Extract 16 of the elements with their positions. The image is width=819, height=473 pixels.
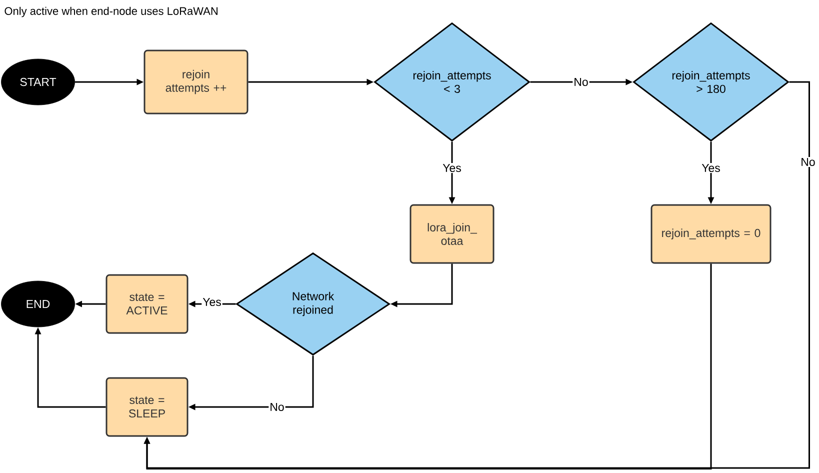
process-box: lora_join_ otaa <box>410 204 494 264</box>
title: Only active when end-node uses LoRaWAN <box>4 6 218 18</box>
process-box: state = SLEEP <box>106 377 188 437</box>
process-box: rejoin attempts ++ <box>144 50 248 114</box>
edge-label: No <box>268 402 286 412</box>
process-box: state = ACTIVE <box>106 274 188 334</box>
edge-label: No <box>800 156 816 167</box>
end-terminal: END <box>1 280 75 328</box>
edge-label: Yes <box>700 162 722 173</box>
edge-label: Yes <box>202 296 222 307</box>
edge-label: Yes <box>442 162 462 173</box>
start-terminal: START <box>1 58 75 106</box>
edge-label: No <box>572 76 590 87</box>
process-box: rejoin_attempts = 0 <box>650 204 772 264</box>
arrow <box>144 264 712 470</box>
arrow <box>144 81 810 469</box>
